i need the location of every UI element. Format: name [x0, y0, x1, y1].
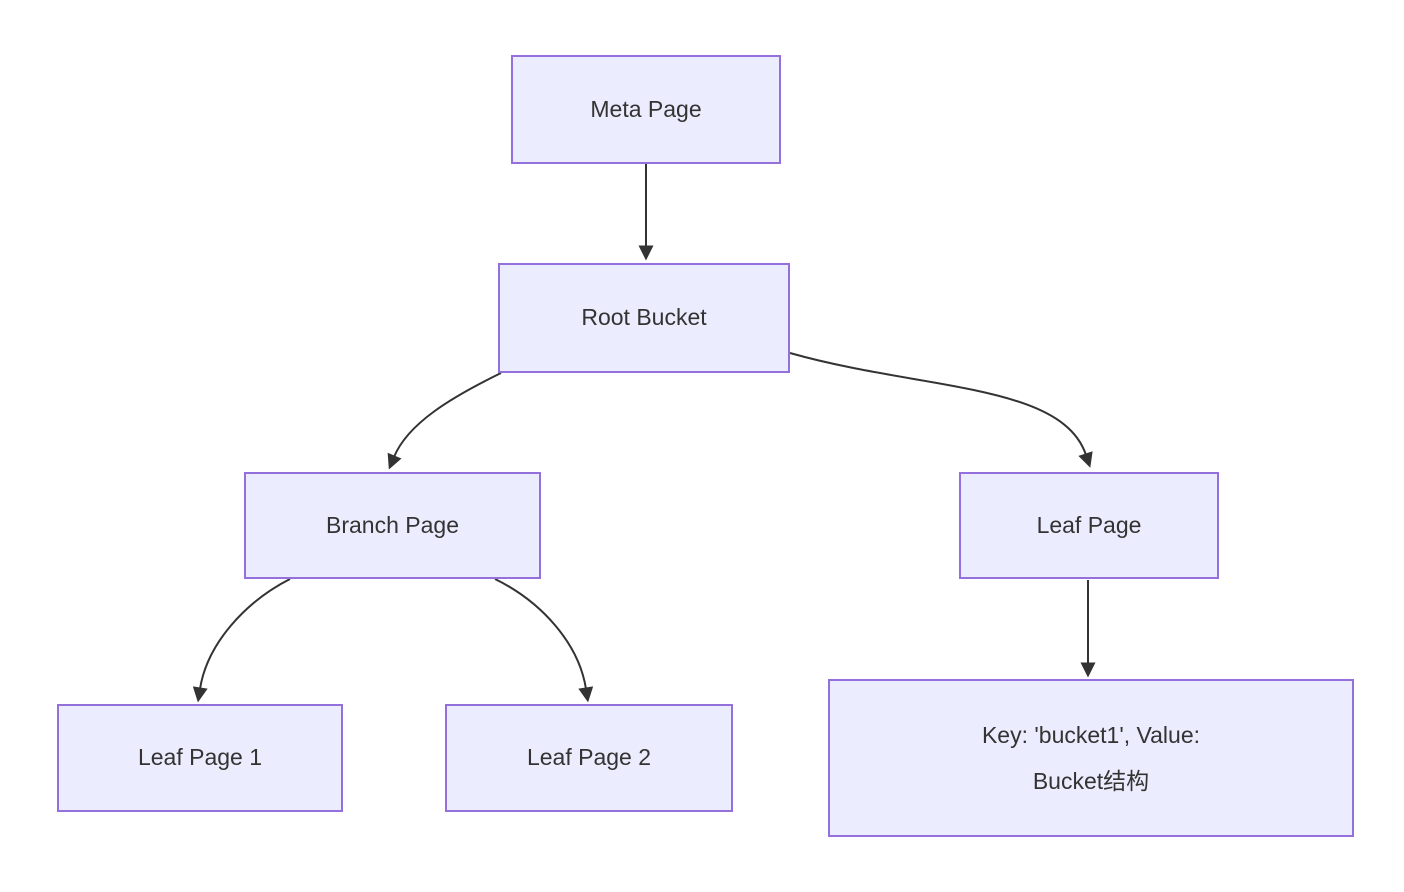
- node-label: Meta Page: [590, 95, 702, 122]
- node-label: Branch Page: [326, 511, 459, 538]
- edge-branch-to-leaf1: [192, 578, 291, 703]
- node-label: Root Bucket: [581, 304, 707, 331]
- edge-root-to-leaf: [789, 352, 1093, 468]
- node-bucket-key-value: Key: 'bucket1', Value: Bucket结构: [828, 679, 1354, 837]
- node-label: Key: 'bucket1', Value: Bucket结构: [972, 712, 1210, 804]
- kv-line-1: Key: 'bucket1', Value:: [981, 722, 1201, 748]
- node-leaf-page-2: Leaf Page 2: [445, 704, 733, 812]
- node-leaf-page: Leaf Page: [959, 472, 1219, 579]
- kv-line-2: Bucket结构: [1032, 768, 1150, 794]
- edge-branch-to-leaf2: [494, 578, 594, 703]
- node-meta-page: Meta Page: [511, 55, 781, 164]
- node-label: Leaf Page 2: [526, 744, 652, 771]
- edge-root-to-branch: [387, 372, 502, 470]
- node-leaf-page-1: Leaf Page 1: [57, 704, 343, 812]
- node-label: Leaf Page: [1036, 511, 1142, 538]
- node-root-bucket: Root Bucket: [498, 263, 790, 373]
- node-label: Leaf Page 1: [137, 744, 263, 771]
- node-branch-page: Branch Page: [244, 472, 541, 579]
